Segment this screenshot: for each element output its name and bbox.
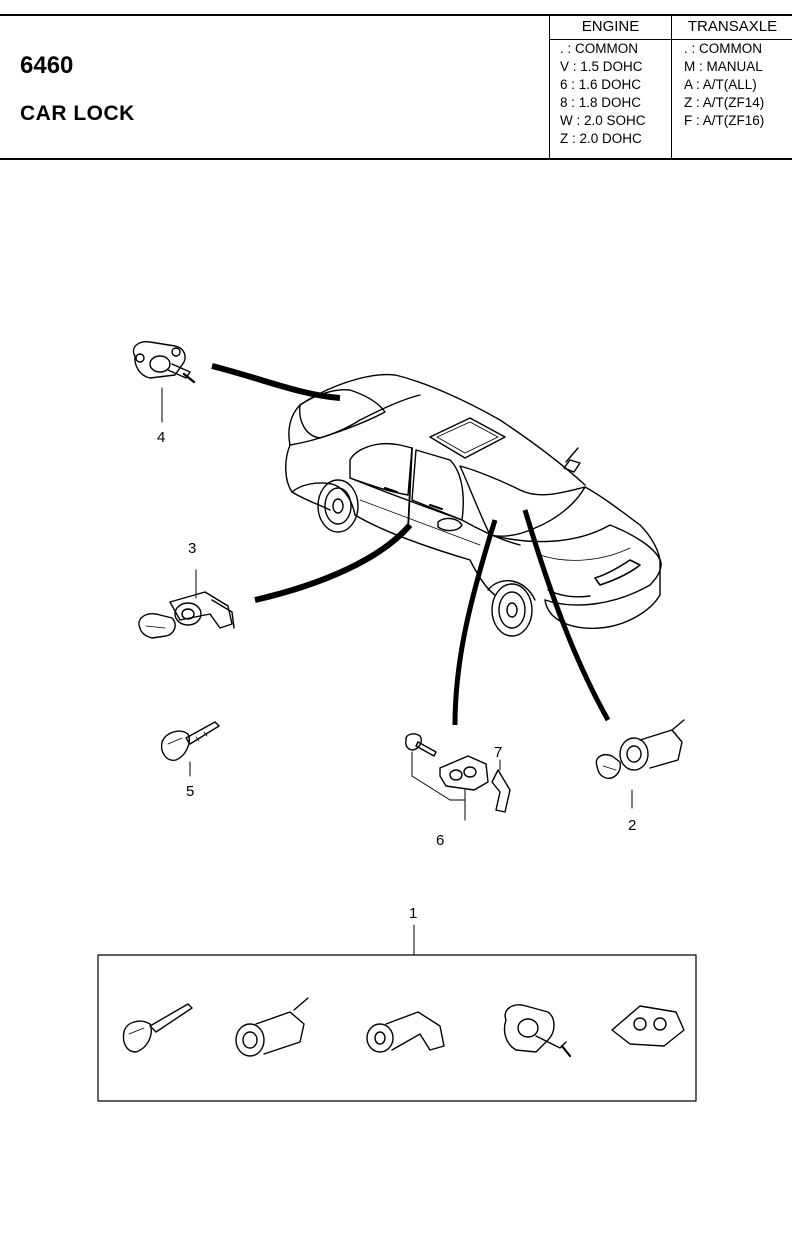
callout-7: 7 (494, 744, 502, 761)
trunk-lock-part (132, 341, 196, 423)
leader-trunk (211, 363, 341, 401)
engine-legend: ENGINE . : COMMON V : 1.5 DOHC 6 : 1.6 D… (549, 15, 671, 158)
set-hood-lock (611, 1005, 685, 1047)
ignition-lock-part (595, 719, 685, 809)
engine-row: . : COMMON (560, 41, 638, 56)
hood-lock-part (405, 733, 489, 821)
callout-4: 4 (157, 429, 165, 446)
header: 6460 CAR LOCK ENGINE . : COMMON V : 1.5 … (0, 0, 792, 160)
set-key (122, 1003, 193, 1053)
callout-2: 2 (628, 817, 636, 834)
exploded-parts-diagram: 1 2 3 4 5 6 7 (97, 341, 697, 1102)
header-bottom-rule (0, 158, 792, 160)
callout-6: 6 (436, 832, 444, 849)
part-group-title: CAR LOCK (20, 102, 135, 125)
callout-1: 1 (409, 905, 417, 922)
engine-heading: ENGINE (550, 15, 671, 40)
transaxle-heading: TRANSAXLE (672, 15, 792, 40)
leader-lines (211, 363, 611, 726)
engine-row: 6 : 1.6 DOHC (560, 77, 642, 92)
door-lock-part (138, 569, 235, 639)
transaxle-row: A : A/T(ALL) (684, 77, 757, 92)
key-part (160, 721, 220, 777)
lock-set-frame (97, 954, 697, 1102)
leader-hood (452, 519, 498, 726)
transaxle-row: Z : A/T(ZF14) (684, 95, 765, 110)
engine-row: 8 : 1.8 DOHC (560, 95, 642, 110)
set-ignition-cylinder (235, 997, 309, 1057)
header-top-rule (0, 14, 792, 16)
transaxle-row: . : COMMON (684, 41, 762, 56)
engine-row: V : 1.5 DOHC (560, 59, 643, 74)
callout-3: 3 (188, 540, 196, 557)
engine-row: Z : 2.0 DOHC (560, 131, 642, 146)
transaxle-row: M : MANUAL (684, 59, 763, 74)
part-group-code: 6460 (20, 52, 74, 79)
leader-ignition (522, 509, 611, 722)
retaining-clip-part (491, 759, 511, 813)
callout-labels: 1 2 3 4 5 6 7 (157, 429, 636, 922)
lock-set-box (97, 924, 697, 1102)
callout-5: 5 (186, 783, 194, 800)
set-trunk-lock (503, 1004, 572, 1058)
transaxle-legend: TRANSAXLE . : COMMON M : MANUAL A : A/T(… (671, 15, 792, 158)
set-door-cylinder (366, 1011, 445, 1053)
leader-door (254, 523, 413, 603)
engine-row: W : 2.0 SOHC (560, 113, 646, 128)
transaxle-row: F : A/T(ZF16) (684, 113, 765, 128)
sedan-illustration (285, 373, 662, 637)
